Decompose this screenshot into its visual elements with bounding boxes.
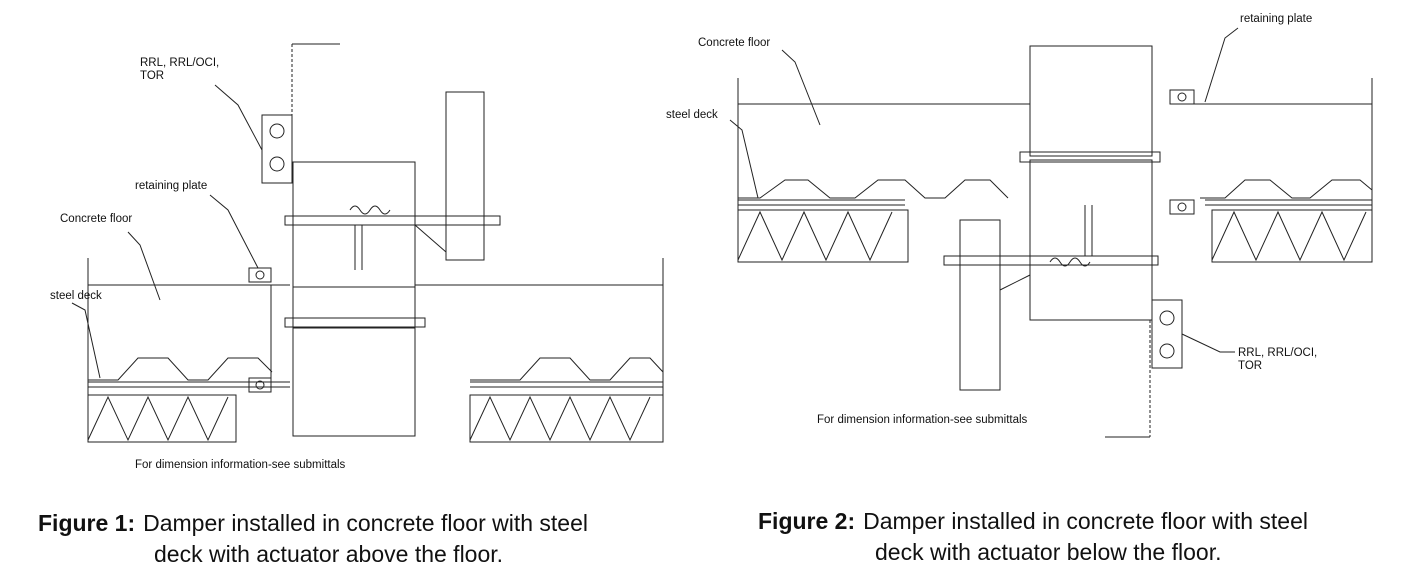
dimension-note: For dimension information-see submittals bbox=[135, 459, 346, 471]
damper-blade-bar bbox=[1019, 151, 1161, 163]
damper-lower-sleeve bbox=[1029, 159, 1153, 321]
leader-actuator bbox=[214, 84, 263, 151]
label-concrete-floor: Concrete floor bbox=[698, 37, 771, 49]
dimension-note: For dimension information-see submittals bbox=[817, 414, 1028, 426]
actuator-hole-2 bbox=[1159, 343, 1175, 359]
figure-2-drawing bbox=[729, 27, 1373, 438]
joist-left bbox=[87, 394, 237, 443]
access-panel bbox=[959, 219, 1001, 391]
retaining-plate-bottom bbox=[1169, 199, 1195, 215]
damper-shaft bbox=[943, 255, 1159, 266]
caption-line2: deck with actuator above the floor. bbox=[154, 541, 504, 567]
retaining-plate-top bbox=[248, 267, 272, 283]
deck-profile-right bbox=[470, 357, 664, 381]
joist-right bbox=[1211, 209, 1373, 263]
damper-upper-sleeve bbox=[1029, 45, 1153, 157]
spring-coil bbox=[349, 205, 391, 215]
caption-line1: Damper installed in concrete floor with … bbox=[143, 510, 588, 536]
actuator-box bbox=[261, 114, 293, 184]
caption-number: Figure 1: bbox=[38, 510, 136, 536]
deck-profile-left bbox=[738, 179, 1009, 199]
leader-retaining-plate bbox=[209, 194, 259, 269]
retaining-plate-bottom bbox=[248, 377, 272, 393]
leader-retaining-plate bbox=[1204, 27, 1239, 103]
deck-profile-left bbox=[88, 357, 273, 381]
label-concrete-floor: Concrete floor bbox=[60, 213, 133, 225]
leader-actuator bbox=[1181, 333, 1235, 353]
label-actuator-line1: RRL, RRL/OCI, bbox=[1238, 347, 1318, 359]
label-actuator-models: RRL, RRL/OCI, TOR bbox=[140, 57, 219, 83]
joist-right bbox=[469, 394, 664, 443]
label-steel-deck: steel deck bbox=[666, 109, 718, 121]
label-retaining-plate: retaining plate bbox=[1240, 13, 1313, 25]
caption-line2: deck with actuator below the floor. bbox=[875, 539, 1222, 565]
caption-number: Figure 2: bbox=[758, 508, 856, 534]
retaining-plate-top bbox=[1169, 89, 1195, 105]
leader-concrete-floor bbox=[127, 231, 161, 301]
caption-line1: Damper installed in concrete floor with … bbox=[863, 508, 1308, 534]
deck-profile-right bbox=[1200, 179, 1373, 199]
figure-1: RRL, RRL/OCI, TOR retaining plate Concre… bbox=[0, 0, 700, 588]
spring-coil bbox=[1049, 257, 1091, 267]
actuator-hole-1 bbox=[269, 123, 285, 139]
damper-blade-bar bbox=[284, 317, 426, 328]
label-actuator-models: RRL, RRL/OCI, TOR bbox=[1238, 347, 1317, 373]
label-retaining-plate: retaining plate bbox=[135, 180, 208, 192]
figure-2-caption: Figure 2: Damper installed in concrete f… bbox=[758, 506, 1418, 568]
figure-1-drawing bbox=[71, 43, 664, 443]
label-steel-deck: steel deck bbox=[50, 290, 102, 302]
access-panel bbox=[445, 91, 485, 261]
label-actuator-line1: RRL, RRL/OCI, bbox=[140, 57, 220, 69]
actuator-hole-2 bbox=[269, 156, 285, 172]
figure-2: retaining plate Concrete floor steel dec… bbox=[660, 0, 1421, 588]
figure-1-caption: Figure 1: Damper installed in concrete f… bbox=[38, 508, 688, 570]
label-actuator-line2: TOR bbox=[1238, 360, 1263, 372]
damper-lower-sleeve bbox=[292, 327, 416, 437]
leader-steel-deck bbox=[71, 302, 101, 379]
leader-steel-deck bbox=[729, 119, 759, 199]
label-actuator-line2: TOR bbox=[140, 70, 165, 82]
damper-shaft bbox=[284, 215, 501, 226]
leader-concrete-floor bbox=[781, 49, 821, 126]
joist-left bbox=[737, 209, 909, 263]
actuator-hole-1 bbox=[1159, 310, 1175, 326]
